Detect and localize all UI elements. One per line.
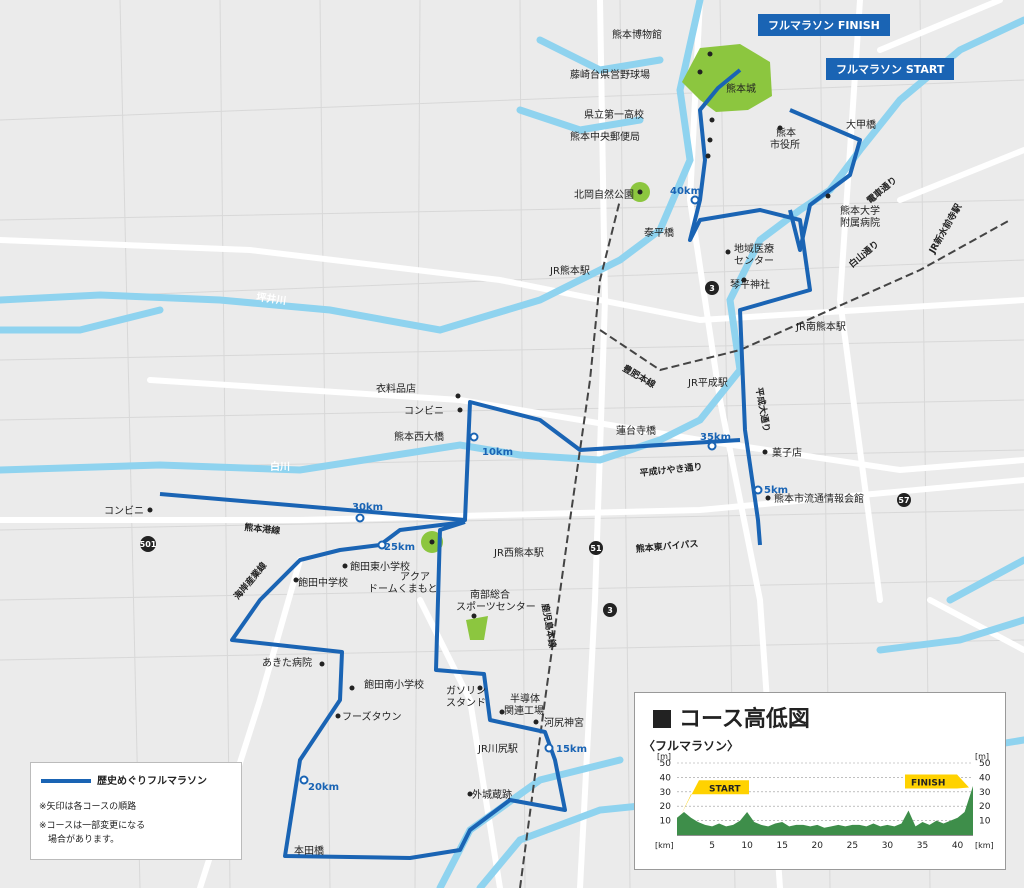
x-unit-left: [km]	[655, 841, 674, 850]
label-tojo: 外城蔵跡	[472, 788, 512, 801]
y-tick-right-20: 20	[979, 802, 991, 812]
finish-flag	[905, 774, 969, 789]
y-tick-left-50: 50	[660, 759, 672, 769]
legend-note-arrow: ※矢印は各コースの順路	[39, 802, 137, 812]
route-51: 51	[590, 544, 602, 553]
x-tick-15: 15	[776, 841, 787, 851]
course-route-west	[159, 400, 741, 522]
finish-label: FINISH	[911, 779, 945, 789]
elevation-area	[677, 786, 973, 835]
label-honda: 本田橋	[294, 844, 324, 857]
course-route-north	[688, 68, 812, 546]
label-jr-kawashiri: JR川尻駅	[477, 743, 518, 755]
label-tsuboi: 坪井川	[256, 290, 288, 307]
y-tick-right-30: 30	[979, 788, 991, 798]
legend-note-change: ※コースは一部変更になる 場合があります。	[39, 821, 146, 845]
x-tick-40: 40	[952, 841, 964, 851]
km-20: 20km	[308, 782, 339, 793]
route-3-south: 3	[607, 606, 613, 615]
label-iida-south: 飽田南小学校	[364, 678, 424, 691]
y-unit-left: [m]	[657, 752, 671, 761]
label-gas: ガソリンスタンド	[446, 685, 486, 709]
km-35: 35km	[700, 432, 731, 443]
y-unit-right: [m]	[975, 752, 989, 761]
label-conv2: コンビニ	[104, 505, 144, 517]
label-univ-hosp: 熊本大学附属病院	[840, 204, 880, 229]
km-15: 15km	[556, 744, 587, 755]
label-jr-nishi: JR西熊本駅	[493, 546, 544, 559]
x-unit-right: [km]	[975, 841, 994, 850]
elevation-plot: 10 10 20 20 30 30 40 40 50 50 5 10 15 20 25 30 35 40 [m] [m…	[655, 752, 994, 851]
legend-course-name: 歴史めぐりフルマラソン	[97, 776, 207, 787]
km-25: 25km	[384, 542, 415, 553]
label-nishiohashi: 熊本西大橋	[394, 430, 444, 443]
start-callout: フルマラソン START	[826, 58, 955, 80]
label-shirakawa: 白川	[270, 460, 290, 473]
km-5: 5km	[764, 485, 788, 496]
label-kawashiri-shrine: 河尻神宮	[544, 716, 584, 729]
route-57: 57	[898, 496, 909, 505]
finish-callout: フルマラソン FINISH	[758, 14, 890, 36]
label-museum: 熊本博物館	[612, 28, 662, 41]
hohi-line	[599, 219, 1011, 372]
label-kashi: 菓子店	[772, 446, 802, 459]
route-3-north: 3	[709, 284, 715, 293]
label-iida-junior: 飽田中学校	[298, 576, 348, 589]
shirakawa-river	[0, 16, 1024, 474]
label-chiiki: 地域医療センター	[734, 242, 774, 267]
label-kumamoto-port: 熊本港線	[244, 521, 281, 537]
label-fujisaki: 藤崎台県営野球場	[570, 68, 650, 81]
label-akita-hosp: あきた病院	[262, 656, 312, 669]
legend-line-swatch	[41, 779, 91, 783]
y-tick-left-10: 10	[660, 817, 672, 827]
km-40: 40km	[670, 186, 701, 197]
label-nanbu: 南部総合スポーツセンター	[456, 588, 536, 613]
course-route-east	[788, 108, 862, 252]
label-iida-east: 飽田東小学校	[350, 560, 410, 573]
label-ryutsu: 熊本市流通情報会館	[774, 492, 864, 505]
label-post: 熊本中央郵便局	[570, 130, 640, 143]
y-tick-right-50: 50	[979, 759, 991, 769]
y-tick-left-40: 40	[660, 773, 672, 783]
route-501: 501	[140, 540, 157, 549]
y-tick-left-20: 20	[660, 802, 672, 812]
label-rendaiji: 蓮台寺橋	[616, 424, 656, 437]
label-city-office: 熊本市役所	[770, 126, 800, 151]
label-kotohira: 琴平神社	[730, 278, 770, 291]
x-tick-25: 25	[847, 841, 858, 851]
label-kenritsu: 県立第一高校	[584, 108, 644, 121]
label-kitaoka: 北岡自然公園	[574, 188, 634, 201]
label-castle: 熊本城	[726, 82, 756, 95]
x-tick-35: 35	[917, 841, 928, 851]
label-conv1: コンビニ	[404, 405, 444, 417]
course-route-south	[230, 520, 567, 860]
x-tick-20: 20	[812, 841, 824, 851]
start-label: START	[709, 784, 741, 794]
elevation-subtitle: 〈フルマラソン〉	[643, 739, 740, 753]
km-30: 30km	[352, 502, 383, 513]
km-10: 10km	[482, 447, 513, 458]
y-tick-right-40: 40	[979, 773, 991, 783]
x-tick-30: 30	[882, 841, 894, 851]
x-tick-10: 10	[741, 841, 753, 851]
label-iryo: 衣料品店	[376, 382, 416, 395]
y-tick-right-10: 10	[979, 817, 991, 827]
tsuboi-river	[0, 0, 704, 334]
label-food: フーズタウン	[342, 710, 402, 723]
label-ohko: 大甲橋	[846, 118, 876, 131]
elevation-title: コース高低図	[653, 701, 810, 733]
label-jr-minami: JR南熊本駅	[795, 320, 846, 333]
label-semicon: 半導体関連工場	[504, 692, 544, 717]
title-square-icon	[653, 710, 671, 728]
label-jr-kumamoto: JR熊本駅	[549, 264, 590, 277]
start-flag	[681, 780, 749, 815]
legend: 歴史めぐりフルマラソン ※矢印は各コースの順路 ※コースは一部変更になる 場合が…	[30, 762, 242, 860]
label-yasuhira: 泰平橋	[644, 226, 674, 239]
y-tick-left-30: 30	[660, 788, 672, 798]
label-jr-heisei: JR平成駅	[687, 377, 728, 389]
label-aqua: アクアドームくまもと	[368, 571, 438, 595]
x-tick-5: 5	[709, 841, 715, 851]
